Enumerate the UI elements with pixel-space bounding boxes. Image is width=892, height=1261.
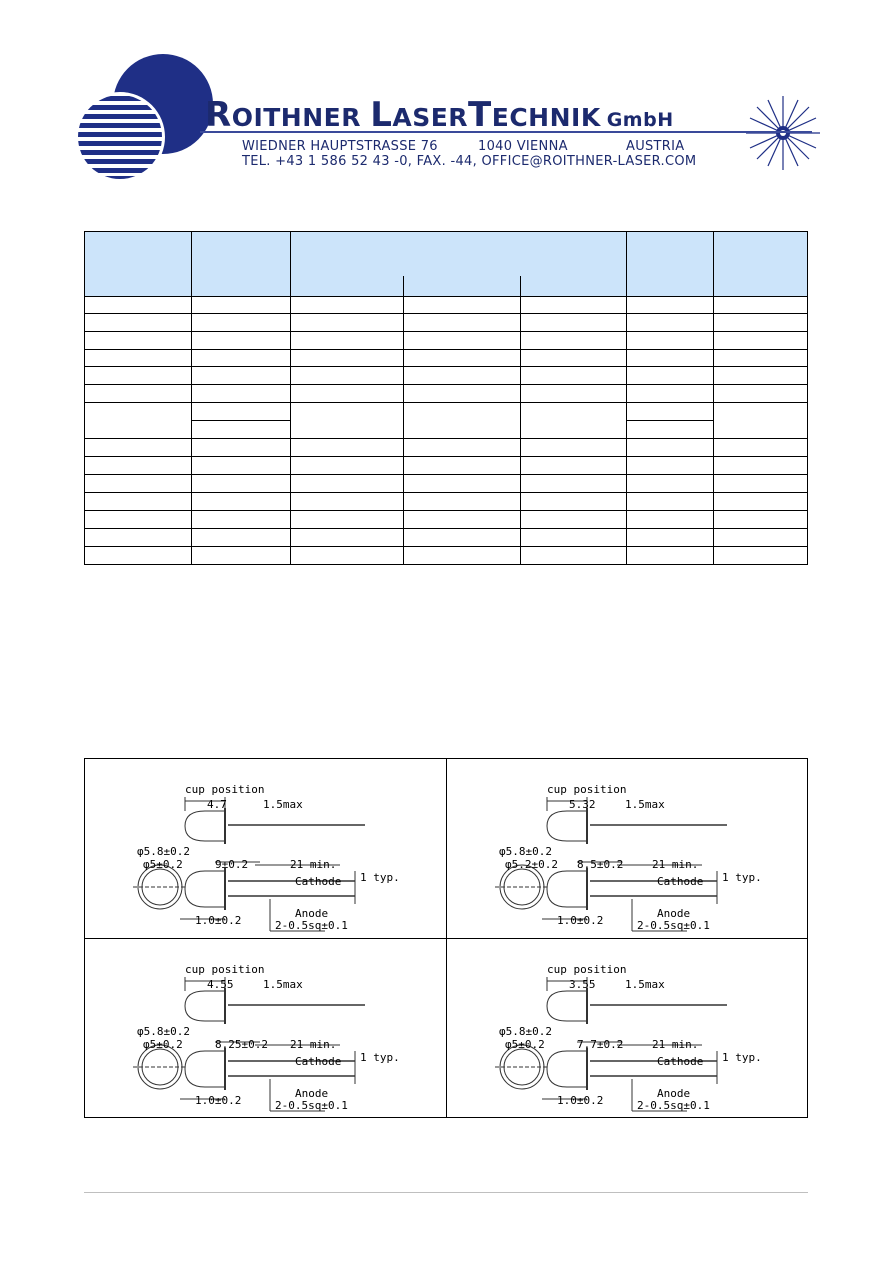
table-row-divider xyxy=(85,528,807,529)
inner-diameter-label: φ5±0.2 xyxy=(143,858,183,871)
table-row-divider xyxy=(85,510,807,511)
drawings-divider-horizontal xyxy=(85,938,807,939)
outer-diameter-label: φ5.8±0.2 xyxy=(137,1025,190,1038)
body-length-label: 8.5±0.2 xyxy=(577,858,624,871)
table-row-divider xyxy=(85,366,807,367)
led-outline-drawing xyxy=(133,797,365,932)
table-row-divider xyxy=(85,349,807,350)
led-outline-drawing xyxy=(495,977,727,1112)
table-column-divider xyxy=(403,276,404,564)
dimension-drawing-panel: cup position 5.32 1.5max φ5.8±0.2 φ5.2±0… xyxy=(447,759,808,938)
table-column-divider xyxy=(713,232,714,564)
table-row-divider xyxy=(85,474,807,475)
inner-diameter-label: φ5±0.2 xyxy=(505,1038,545,1051)
typ-label: 1 typ. xyxy=(360,1051,400,1064)
table-row-divider xyxy=(85,313,807,314)
table-row-divider xyxy=(85,492,807,493)
led-outline-drawing xyxy=(133,977,365,1112)
spec-table xyxy=(84,231,808,565)
lead-square-label: 2-0.5sq±0.1 xyxy=(275,919,348,932)
cathode-label: Cathode xyxy=(657,1055,704,1068)
lead-length-label: 21 min. xyxy=(652,858,699,871)
cathode-label: Cathode xyxy=(295,1055,342,1068)
footer-rule xyxy=(84,1192,808,1193)
address-street: WIEDNER HAUPTSTRASSE 76 xyxy=(242,139,438,154)
max-label: 1.5max xyxy=(263,978,303,991)
cathode-label: Cathode xyxy=(657,875,704,888)
led-outline-drawing xyxy=(495,797,727,932)
outer-diameter-label: φ5.8±0.2 xyxy=(137,845,190,858)
pitch-label: 1.0±0.2 xyxy=(557,1094,604,1107)
body-length-label: 7.7±0.2 xyxy=(577,1038,624,1051)
table-row-divider xyxy=(85,546,807,547)
anode-label: Anode xyxy=(657,1087,691,1100)
typ-label: 1 typ. xyxy=(722,871,762,884)
anode-label: Anode xyxy=(295,907,329,920)
cup-position-value: 4.55 xyxy=(207,978,234,991)
dimension-drawing-panel: cup position 4.7 1.5max φ5.8±0.2 φ5±0.2 … xyxy=(85,759,446,938)
outer-diameter-label: φ5.8±0.2 xyxy=(499,1025,552,1038)
cup-position-label: cup position xyxy=(547,963,627,976)
contact-line: TEL. +43 1 586 52 43 -0, FAX. -44, OFFIC… xyxy=(242,154,697,169)
logo-striped-circle xyxy=(78,96,162,179)
lead-square-label: 2-0.5sq±0.1 xyxy=(637,919,710,932)
header-rule xyxy=(200,131,812,133)
lead-length-label: 21 min. xyxy=(652,1038,699,1051)
table-column-divider xyxy=(191,232,192,564)
body-length-label: 8.25±0.2 xyxy=(215,1038,268,1051)
lead-length-label: 21 min. xyxy=(290,858,337,871)
table-row-divider xyxy=(85,402,807,403)
cup-position-label: cup position xyxy=(185,963,265,976)
dimension-drawing-panel: cup position 3.55 1.5max φ5.8±0.2 φ5±0.2… xyxy=(447,939,808,1118)
dimension-drawing-panel: cup position 4.55 1.5max φ5.8±0.2 φ5±0.2… xyxy=(85,939,446,1118)
typ-label: 1 typ. xyxy=(360,871,400,884)
outer-diameter-label: φ5.8±0.2 xyxy=(499,845,552,858)
address-country: AUSTRIA xyxy=(626,139,685,154)
inner-diameter-label: φ5±0.2 xyxy=(143,1038,183,1051)
table-row-divider xyxy=(85,331,807,332)
table-row-divider xyxy=(85,296,807,297)
table-row-divider xyxy=(85,438,807,439)
address-city: 1040 VIENNA xyxy=(478,139,568,154)
lead-length-label: 21 min. xyxy=(290,1038,337,1051)
lead-square-label: 2-0.5sq±0.1 xyxy=(637,1099,710,1112)
anode-label: Anode xyxy=(657,907,691,920)
cathode-label: Cathode xyxy=(295,875,342,888)
lead-square-label: 2-0.5sq±0.1 xyxy=(275,1099,348,1112)
table-subrow-divider xyxy=(626,420,713,421)
max-label: 1.5max xyxy=(625,798,665,811)
table-column-divider xyxy=(290,232,291,564)
table-column-divider xyxy=(520,276,521,564)
table-column-divider xyxy=(626,232,627,564)
max-label: 1.5max xyxy=(625,978,665,991)
table-row-divider xyxy=(85,384,807,385)
pitch-label: 1.0±0.2 xyxy=(557,914,604,927)
inner-diameter-label: φ5.2±0.2 xyxy=(505,858,558,871)
body-length-label: 9±0.2 xyxy=(215,858,249,871)
cup-position-value: 4.7 xyxy=(207,798,227,811)
cup-position-label: cup position xyxy=(185,783,265,796)
anode-label: Anode xyxy=(295,1087,329,1100)
table-header-row xyxy=(85,232,807,296)
dimension-drawings: cup position 4.7 1.5max φ5.8±0.2 φ5±0.2 … xyxy=(84,758,808,1118)
pitch-label: 1.0±0.2 xyxy=(195,914,242,927)
company-logo xyxy=(75,54,820,182)
typ-label: 1 typ. xyxy=(722,1051,762,1064)
table-row-divider xyxy=(85,456,807,457)
max-label: 1.5max xyxy=(263,798,303,811)
pitch-label: 1.0±0.2 xyxy=(195,1094,242,1107)
table-subrow-divider xyxy=(191,420,290,421)
cup-position-value: 5.32 xyxy=(569,798,596,811)
cup-position-label: cup position xyxy=(547,783,627,796)
cup-position-value: 3.55 xyxy=(569,978,596,991)
